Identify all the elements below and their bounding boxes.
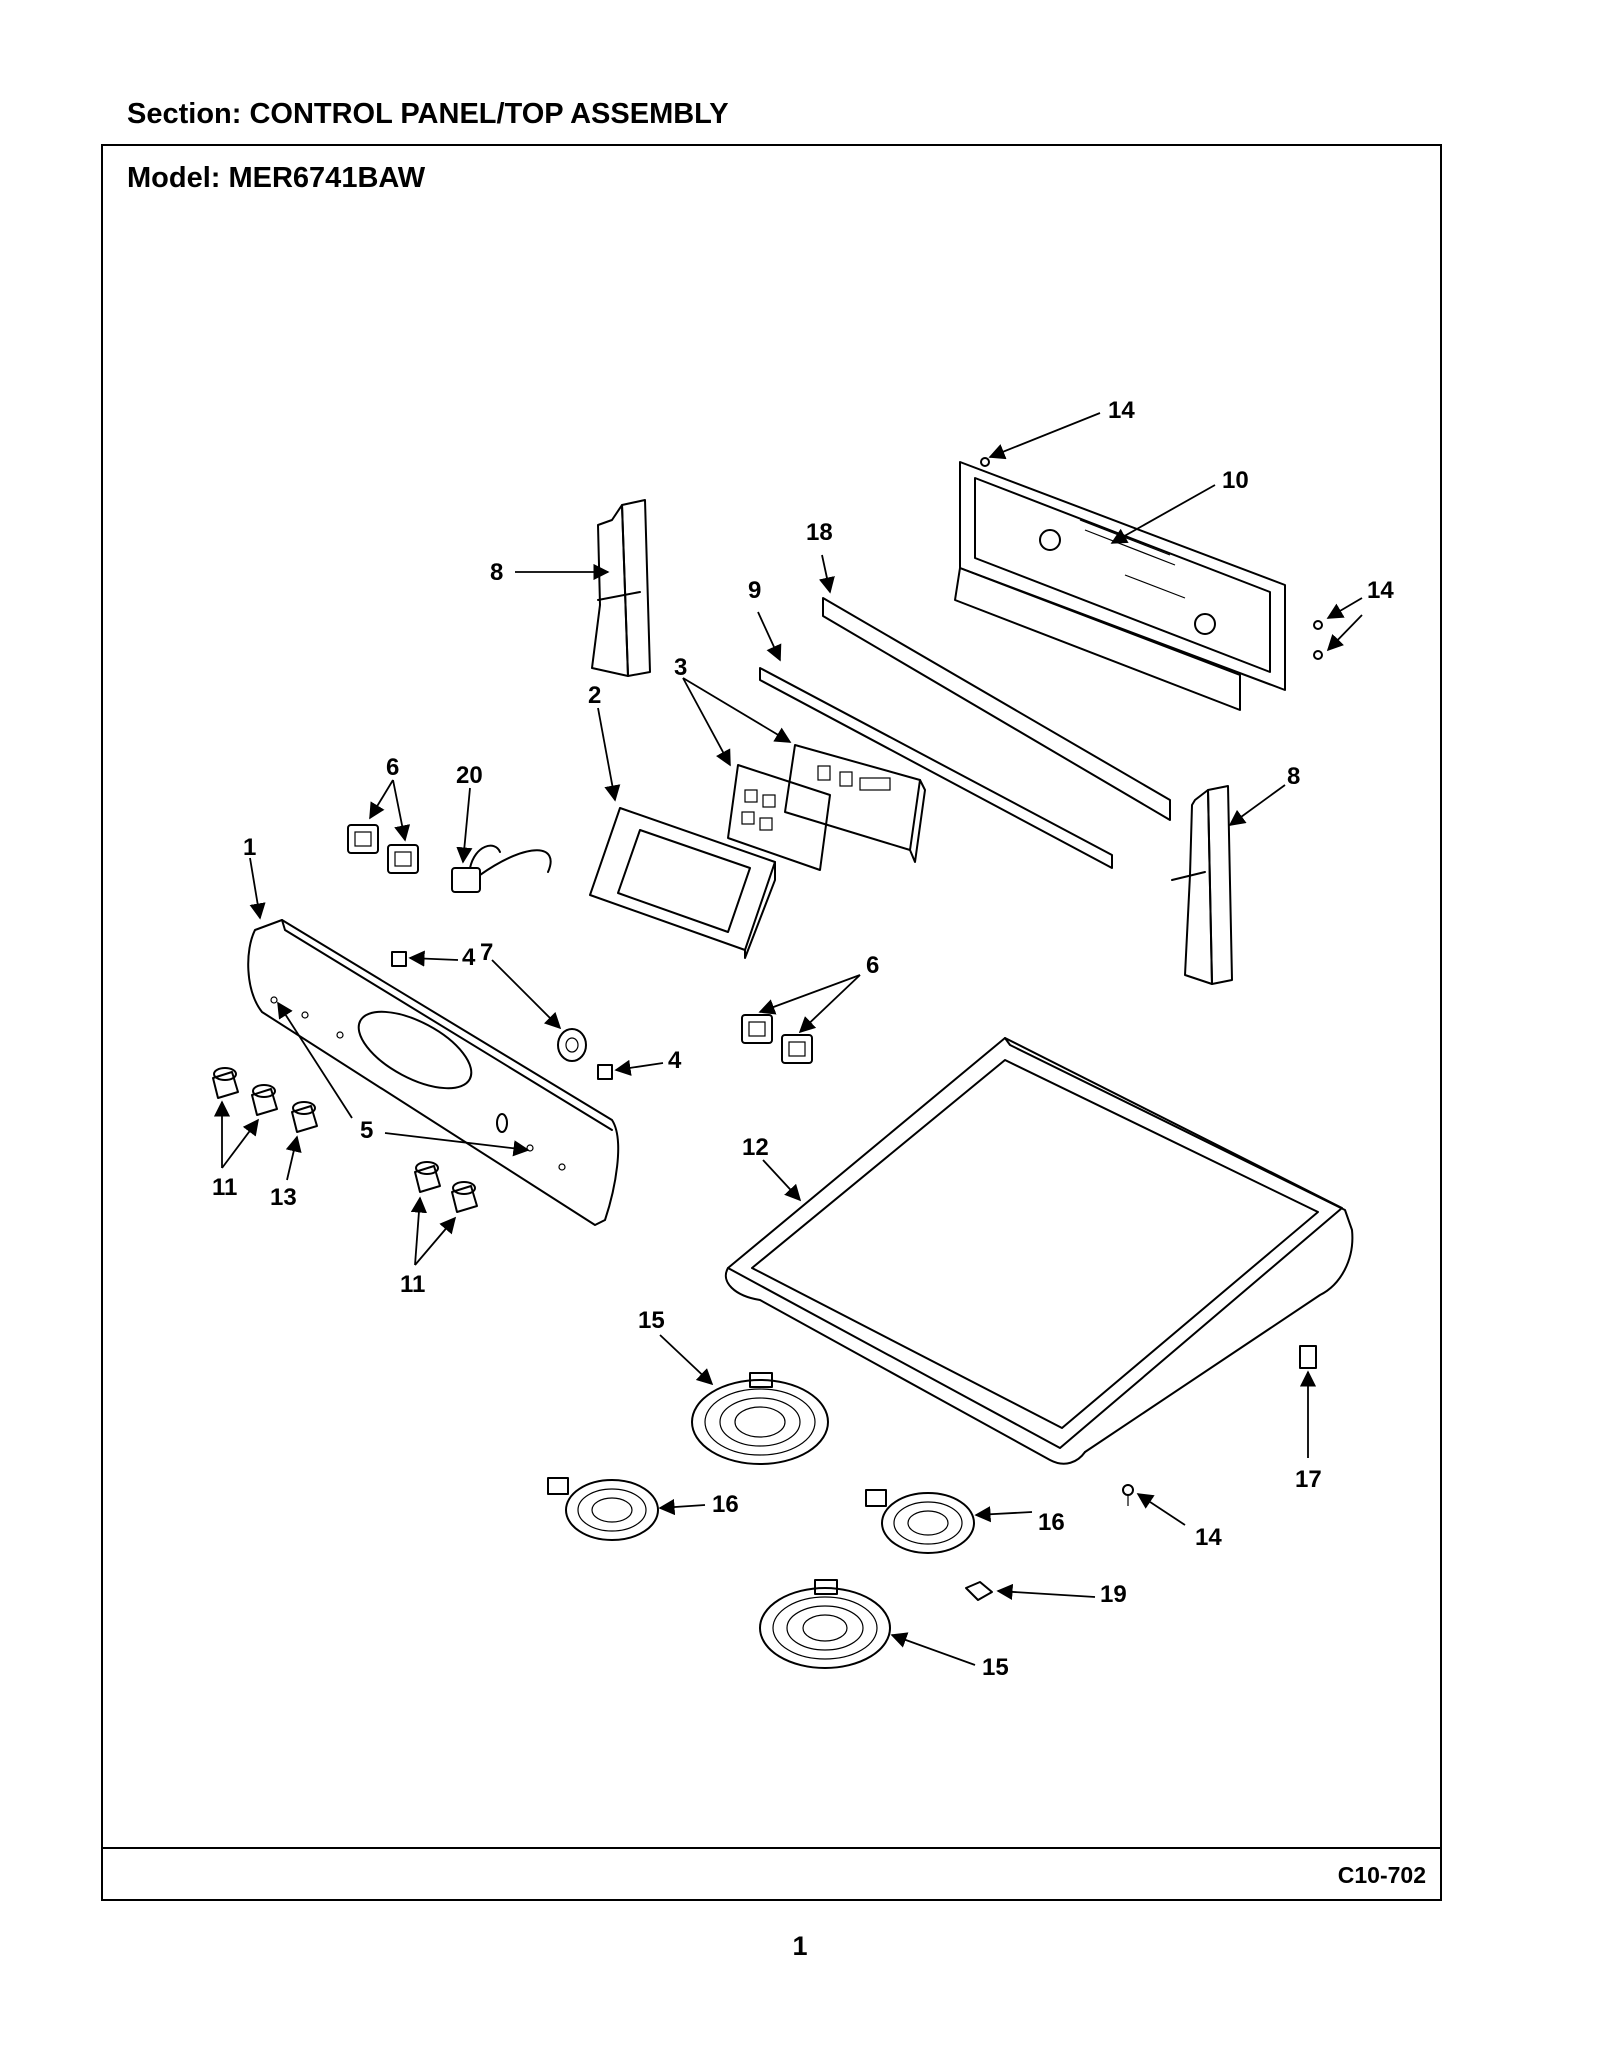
callout-1: 1: [243, 834, 256, 861]
callout-15: 15: [638, 1307, 665, 1334]
callout-3: 3: [674, 654, 687, 681]
part-8-end-bracket-left: [591, 499, 651, 677]
callout-10: 10: [1222, 467, 1249, 494]
callout-5: 5: [360, 1117, 373, 1144]
callout-14: 14: [1195, 1524, 1222, 1551]
part-1-control-panel: [247, 919, 620, 1226]
diagram-frame: [101, 144, 1442, 1901]
callout-19: 19: [1100, 1581, 1127, 1608]
callout-6: 6: [386, 754, 399, 781]
part-19-bracket: [965, 1581, 993, 1601]
model-title: Model: MER6741BAW: [127, 162, 426, 194]
part-13-knob: [291, 1101, 318, 1133]
footer-divider: [101, 1847, 1442, 1849]
callout-12: 12: [742, 1134, 769, 1161]
callout-20: 20: [456, 762, 483, 789]
callout-15: 15: [982, 1654, 1009, 1681]
part-20-wire-harness: [451, 844, 552, 893]
part-11-knob-left-a: [212, 1067, 239, 1099]
part-10-back-panel: [954, 461, 1286, 711]
callout-16: 16: [1038, 1509, 1065, 1536]
callout-16: 16: [712, 1491, 739, 1518]
part-8-end-bracket-right: [1171, 785, 1233, 985]
section-title: Section: CONTROL PANEL/TOP ASSEMBLY: [127, 98, 729, 130]
callout-14: 14: [1108, 397, 1135, 424]
part-15-element-large-upper: [691, 1372, 829, 1465]
part-3-electronic-control: [727, 744, 926, 871]
callout-4: 4: [668, 1047, 682, 1074]
part-16-element-small-right: [865, 1489, 975, 1554]
part-6-switch-upper-left: [347, 824, 419, 874]
part-7-lamp: [557, 1028, 587, 1062]
callout-11: 11: [212, 1174, 237, 1201]
callout-8: 8: [1287, 763, 1300, 790]
callout-4: 4: [462, 944, 476, 971]
callout-17: 17: [1295, 1466, 1322, 1493]
part-6-switch-right: [741, 1014, 813, 1064]
callout-labels: 14 10 14 18 9 8 8 3 2 6 20 1 4 7 4 6 5 1…: [212, 397, 1394, 1681]
part-12-cooktop: [725, 1037, 1354, 1465]
part-11-knob-right-b: [451, 1181, 478, 1213]
callout-14: 14: [1367, 577, 1394, 604]
part-14-screw-bottom: [1122, 1484, 1134, 1506]
callout-7: 7: [480, 939, 493, 966]
part-2-display-bezel: [589, 807, 776, 959]
callout-13: 13: [270, 1184, 297, 1211]
part-9-trim-strip: [759, 667, 1113, 869]
callout-18: 18: [806, 519, 833, 546]
part-11-knob-left-b: [251, 1084, 278, 1116]
part-14-screw-right-b: [1313, 650, 1323, 660]
callout-6: 6: [866, 952, 879, 979]
part-15-element-large-lower: [759, 1579, 891, 1669]
part-17-clip: [1299, 1345, 1317, 1369]
leader-lines: [213, 412, 1363, 1666]
diagram-code: C10-702: [1337, 1862, 1426, 1888]
callout-8: 8: [490, 559, 503, 586]
part-4-indicator-lower: [597, 1064, 613, 1080]
part-14-screw-right-a: [1313, 620, 1323, 630]
part-11-knob-right-a: [414, 1161, 441, 1193]
part-4-indicator-upper: [391, 951, 407, 967]
callout-9: 9: [748, 577, 761, 604]
callout-11: 11: [400, 1271, 425, 1298]
callout-2: 2: [588, 682, 601, 709]
part-14-screw-top: [980, 457, 990, 467]
part-16-element-small-left: [547, 1477, 659, 1541]
page-number: 1: [792, 1931, 808, 1961]
part-18-trim-strip: [822, 597, 1171, 821]
